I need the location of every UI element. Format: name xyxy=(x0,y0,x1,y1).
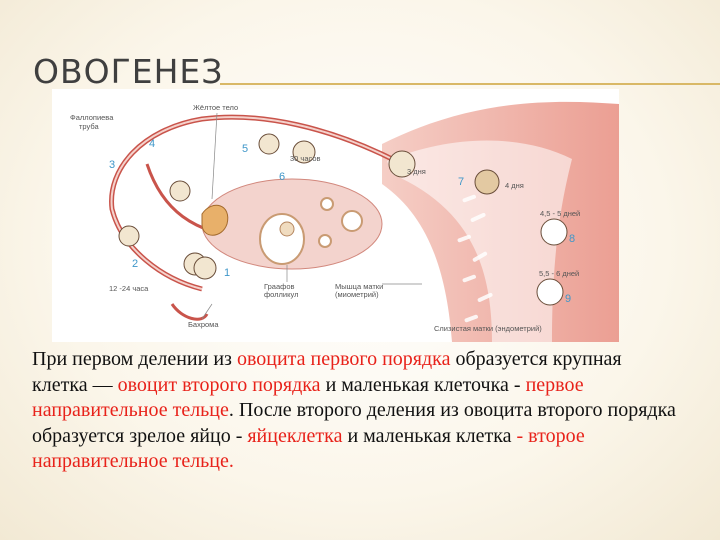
endometrium xyxy=(457,194,493,323)
term-primary-oocyte: овоцита первого порядка xyxy=(236,348,451,370)
stage-number: 2 xyxy=(132,258,138,270)
label-endometrium: Слизистая матки (эндометрий) xyxy=(434,324,542,333)
label-3d: 3 дня xyxy=(407,167,426,176)
term-first-polar-body: первое направительное тельце xyxy=(32,373,584,422)
oogenesis-diagram: 1 2 3 4 5 6 7 8 9 Фаллопиева труба Жёлто… xyxy=(52,89,619,342)
text-plain: . После второго деления из овоцита второ… xyxy=(32,399,676,447)
term-egg-cell: яйцеклетка xyxy=(247,424,343,447)
text-plain: образуется крупная клетка — xyxy=(32,348,622,396)
text-plain: При первом делении из xyxy=(32,348,237,370)
follicle xyxy=(320,197,334,211)
label-12-24h: 12 -24 часа xyxy=(109,284,149,293)
label-graafian: фолликул xyxy=(264,290,298,299)
stage-number: 8 xyxy=(569,233,575,245)
stage-number: 5 xyxy=(242,143,248,155)
label-tube: труба xyxy=(79,122,99,131)
label-myometrium: Мышца матки xyxy=(335,282,383,291)
label-myometrium: (миометрий) xyxy=(335,290,379,299)
follicle xyxy=(341,210,363,232)
label-30h: 30 часов xyxy=(290,154,321,163)
embryo-stages xyxy=(118,133,568,306)
term-secondary-oocyte: овоцит второго порядка xyxy=(117,373,321,396)
stage-number: 9 xyxy=(565,293,571,305)
fimbria xyxy=(170,303,209,321)
stage-number: 1 xyxy=(224,267,230,279)
title-underline xyxy=(220,83,720,85)
label-graafian: Граафов xyxy=(264,282,294,291)
label-corpus-luteum: Жёлтое тело xyxy=(193,103,238,112)
slide-title: ОВОГЕНЕЗ xyxy=(33,52,224,91)
label-fimbria: Бахрома xyxy=(188,320,219,329)
corpus-luteum xyxy=(201,204,229,236)
text-plain: и маленькая клеточка - xyxy=(320,373,526,396)
uterine-cavity xyxy=(387,140,572,342)
stage-number: 3 xyxy=(109,159,115,171)
stage-number: 4 xyxy=(149,138,155,150)
stage-number: 7 xyxy=(458,176,464,188)
label-55d: 5,5 - 6 дней xyxy=(539,269,579,278)
label-tube: Фаллопиева xyxy=(70,113,114,122)
text-plain: и маленькая клетка xyxy=(342,424,517,447)
stage-number: 6 xyxy=(279,171,285,183)
label-4d: 4 дня xyxy=(505,181,524,190)
description-paragraph: При первом делении из овоцита первого по… xyxy=(32,347,682,475)
follicle xyxy=(318,234,332,248)
graafian-follicle xyxy=(259,213,305,265)
label-45d: 4,5 - 5 дней xyxy=(540,209,580,218)
term-second-polar-body: - второе направительное тельце. xyxy=(32,424,585,473)
